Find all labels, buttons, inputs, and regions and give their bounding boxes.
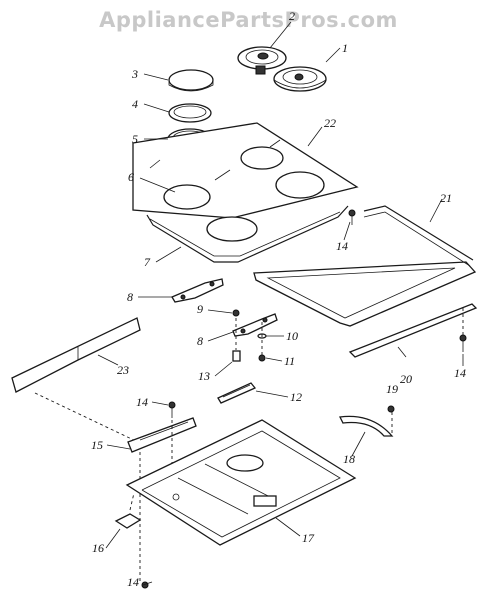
part-21-trim-frame bbox=[253, 205, 477, 327]
leader-lines bbox=[97, 21, 443, 586]
callout-labels: 1 2 3 4 5 6 7 8 9 8 10 11 12 13 14 14 14… bbox=[91, 9, 466, 589]
part-17-bottom-pan bbox=[125, 419, 357, 546]
part-2-burner-element bbox=[237, 46, 287, 75]
callout-5: 5 bbox=[132, 132, 138, 146]
callout-11: 11 bbox=[284, 354, 295, 368]
part-4-ring bbox=[168, 103, 212, 123]
callout-9: 9 bbox=[197, 302, 203, 316]
callout-4: 4 bbox=[132, 97, 138, 111]
part-8-bracket-upper bbox=[171, 278, 224, 303]
part-14-screw-a bbox=[348, 209, 356, 225]
callout-17: 17 bbox=[302, 531, 315, 545]
callout-19: 19 bbox=[386, 382, 398, 396]
callout-14-bottom: 14 bbox=[127, 575, 139, 589]
part-7-frame bbox=[146, 205, 349, 263]
callout-2: 2 bbox=[289, 9, 295, 23]
part-20-rail bbox=[348, 303, 478, 358]
part-14-screw-d bbox=[141, 581, 149, 589]
part-13-clip bbox=[232, 318, 241, 362]
part-3-cap bbox=[168, 69, 214, 92]
callout-14-middle: 14 bbox=[136, 395, 148, 409]
callout-14-upper: 14 bbox=[336, 239, 348, 253]
callout-8-lower: 8 bbox=[197, 334, 203, 348]
callout-3: 3 bbox=[131, 67, 138, 81]
part-18-tube bbox=[339, 412, 394, 437]
part-14-screw-b bbox=[459, 334, 467, 352]
leader-14-upper bbox=[343, 221, 351, 241]
callout-20: 20 bbox=[400, 372, 412, 386]
callout-6: 6 bbox=[128, 170, 134, 184]
part-19-screw bbox=[387, 405, 395, 413]
part-23-side-rail bbox=[11, 317, 141, 444]
callout-13: 13 bbox=[198, 369, 210, 383]
part-22-cooktop-glass bbox=[132, 122, 359, 242]
watermark: AppliancePartsPros.com bbox=[99, 8, 398, 32]
part-16-bracket bbox=[114, 492, 142, 529]
part-1-burner-cap bbox=[273, 66, 327, 92]
part-15-bracket bbox=[127, 417, 197, 582]
callout-8-upper: 8 bbox=[127, 290, 133, 304]
callout-10: 10 bbox=[286, 329, 298, 343]
callout-21: 21 bbox=[440, 191, 452, 205]
callout-23: 23 bbox=[117, 363, 129, 377]
callout-22: 22 bbox=[324, 116, 336, 130]
part-11-nut bbox=[258, 354, 266, 362]
part-10-washer bbox=[257, 322, 267, 362]
callout-7: 7 bbox=[144, 255, 151, 269]
part-9-screw bbox=[232, 309, 240, 317]
part-14-screw-c bbox=[168, 401, 176, 418]
callout-16: 16 bbox=[92, 541, 104, 555]
callout-12: 12 bbox=[290, 390, 302, 404]
part-8-bracket-lower bbox=[232, 313, 278, 337]
callout-1: 1 bbox=[342, 41, 348, 55]
callout-14-right: 14 bbox=[454, 366, 466, 380]
part-12-strip bbox=[217, 382, 257, 404]
callout-15: 15 bbox=[91, 438, 103, 452]
callout-18: 18 bbox=[343, 452, 355, 466]
